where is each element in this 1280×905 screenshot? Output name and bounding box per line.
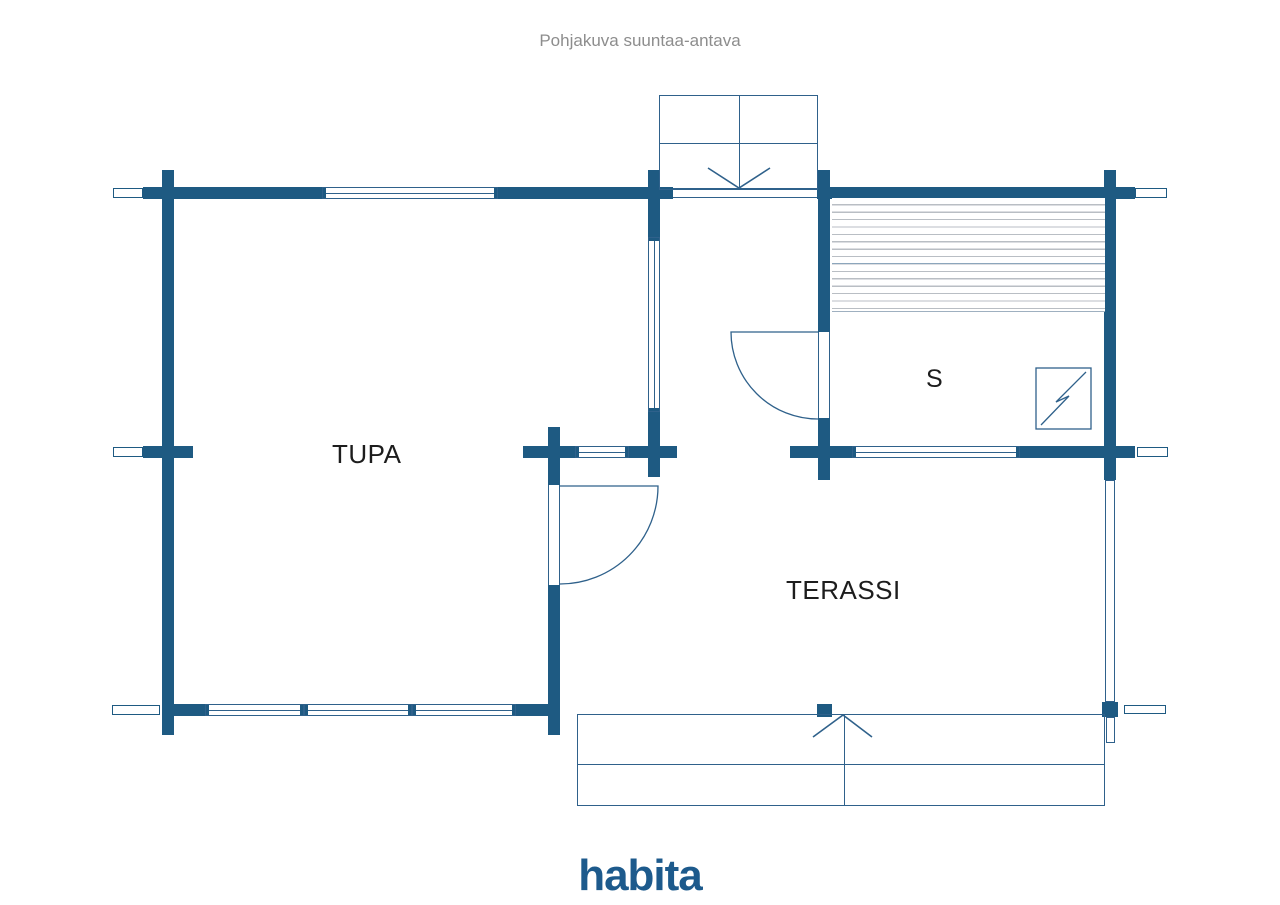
wall-left-cross-arm: [143, 446, 193, 458]
wall-sauna-south-right: [1020, 446, 1135, 458]
log-tail-mid-left: [113, 447, 143, 457]
wall-right-exterior: [1104, 170, 1116, 480]
wall-bottom-left-segment: [162, 704, 208, 716]
terrace-railing-upper: [1105, 480, 1115, 702]
wall-top-right-segment: [817, 187, 1135, 199]
window-mid-wall: [575, 446, 629, 458]
wall-hall-west-lower: [648, 412, 660, 477]
window-bottom-1: [205, 704, 304, 716]
sauna-door-swing-icon: [730, 331, 819, 420]
wall-top-mid-segment: [498, 187, 673, 199]
sauna-stove-icon: [1035, 367, 1092, 430]
wall-mid-horizontal-left: [523, 446, 575, 458]
sauna-door-opening: [818, 332, 830, 418]
window-bottom-3: [412, 704, 516, 716]
tupa-door-opening: [548, 485, 560, 585]
log-tail-bottom-left: [112, 705, 160, 715]
room-label-sauna: S: [926, 365, 943, 393]
wall-sauna-west-upper: [818, 170, 830, 332]
room-label-tupa: TUPA: [332, 439, 402, 469]
wall-top-left-segment: [143, 187, 322, 199]
terrace-railing-lower: [1106, 717, 1115, 743]
entrance-arrow-icon: [707, 167, 771, 189]
window-bottom-2: [304, 704, 412, 716]
log-tail-mid-right: [1137, 447, 1168, 457]
wall-hall-west-upper: [648, 170, 660, 237]
terrace-arrow-icon: [812, 714, 873, 738]
room-label-terassi: TERASSI: [786, 575, 901, 605]
wall-sauna-south-arm: [790, 446, 852, 458]
terrace-steps: [577, 714, 1105, 806]
window-sauna-south: [852, 446, 1020, 458]
window-hall-tall: [648, 237, 660, 412]
log-tail-top-right: [1135, 188, 1167, 198]
entrance-steps: [659, 95, 818, 190]
wall-tupa-east-lower: [548, 585, 560, 735]
sauna-bench-divider: [832, 263, 1105, 264]
plan-title: Pohjakuva suuntaa-antava: [539, 31, 741, 50]
log-tail-bottom-right: [1124, 705, 1166, 714]
brand-logo: habita: [578, 851, 703, 900]
sauna-benches-hatch: [832, 198, 1105, 312]
log-tail-top-left: [113, 188, 143, 198]
window-top: [322, 187, 498, 199]
tupa-door-swing-icon: [559, 485, 659, 585]
terrace-corner-post: [1102, 702, 1118, 717]
terrace-mid-post: [817, 704, 832, 717]
